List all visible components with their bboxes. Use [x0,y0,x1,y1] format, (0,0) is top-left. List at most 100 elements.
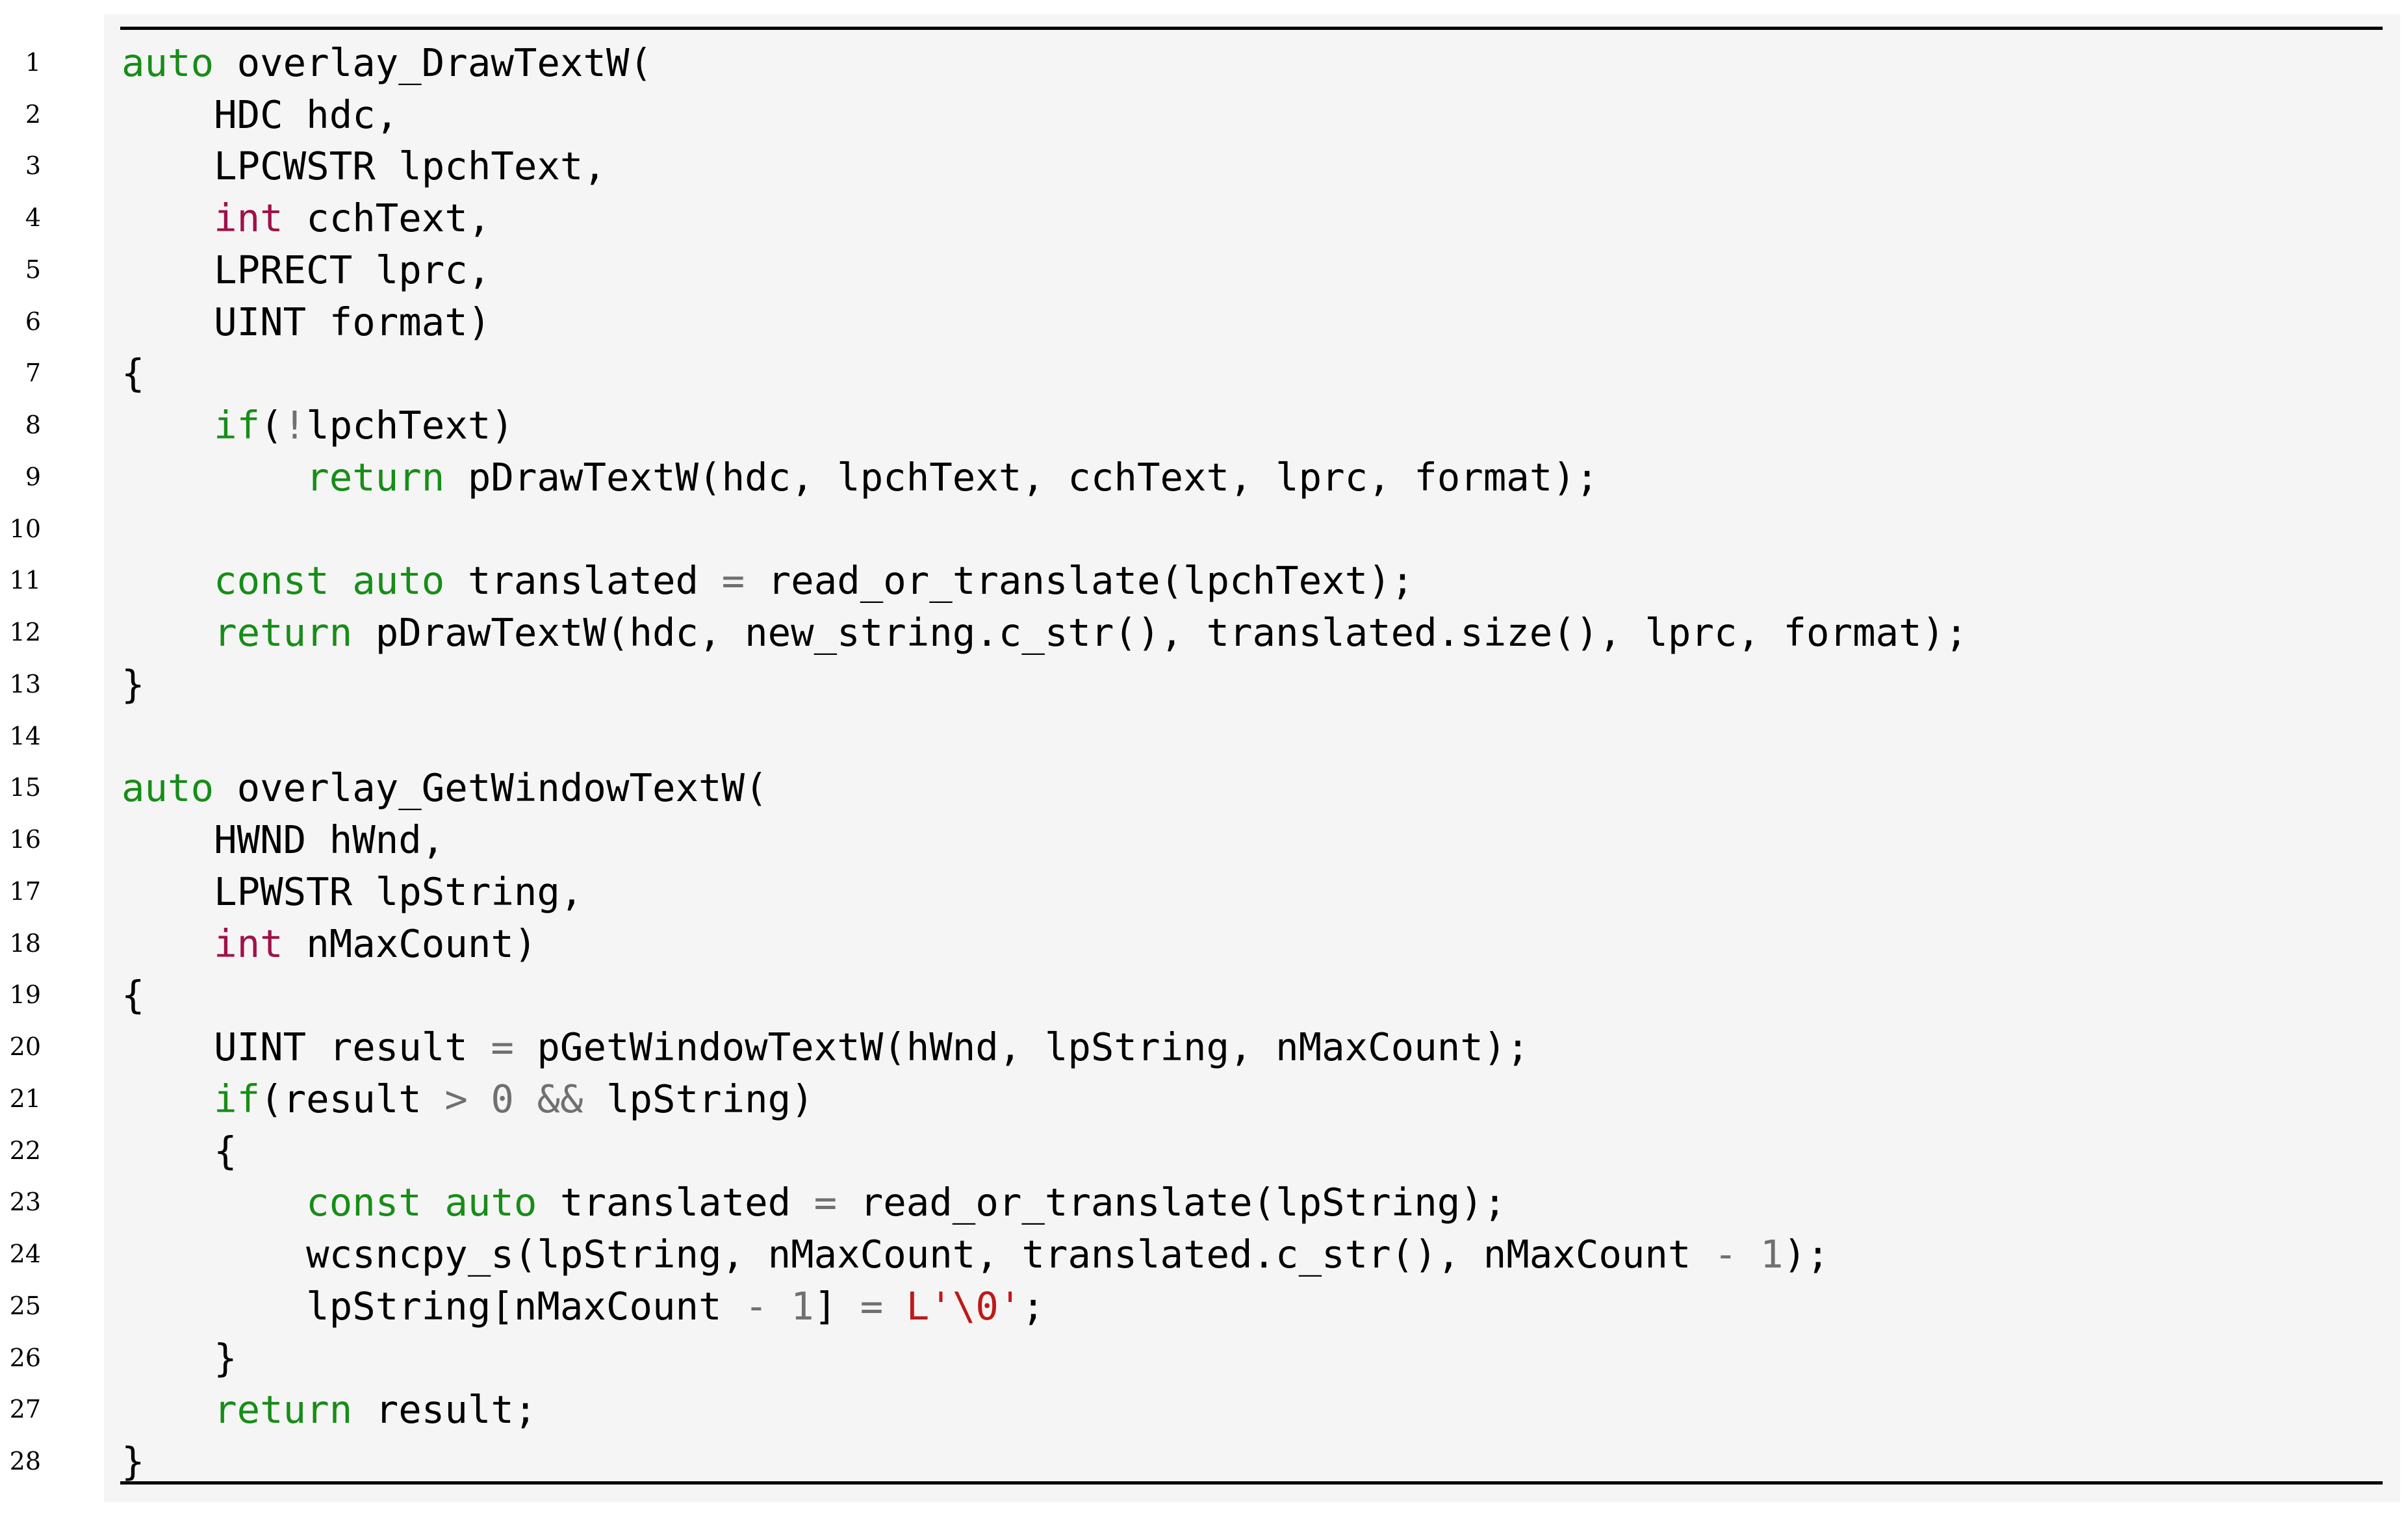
text-token: nMaxCount) [283,921,537,966]
text-token [514,1077,537,1121]
line-number: 21 [9,1084,41,1113]
text-token: pDrawTextW(hdc, new_string.c_str(), tran… [352,610,1968,656]
line-number: 25 [9,1291,41,1320]
code-text: LPWSTR lpString, [122,866,583,917]
text-token [122,921,214,966]
text-token [122,455,306,500]
code-text: UINT result = pGetWindowTextW(hWnd, lpSt… [122,1021,1530,1073]
text-token: } [122,1335,237,1381]
text-token: ( [260,403,283,448]
code-text: } [122,659,145,710]
line-number: 27 [9,1395,41,1424]
line-number: 24 [9,1240,41,1269]
line-number: 19 [9,980,41,1010]
text-token: LPRECT lprc, [122,247,491,292]
code-line: 2 HDC hdc, [0,89,2408,140]
text-token: translated [537,1180,814,1225]
text-token: UINT format) [122,299,491,344]
keyword-token: auto [444,1180,537,1225]
text-token: lpchText) [306,403,514,448]
code-text: { [122,1125,237,1177]
code-text: } [122,1436,145,1487]
text-token: read_or_translate(lpString); [837,1180,1507,1225]
code-line: 6 UINT format) [0,296,2408,348]
operator-token: > [444,1076,468,1121]
operator-token: = [813,1180,838,1225]
text-token [329,558,353,603]
operator-token: - [1713,1232,1737,1277]
code-line: 15 auto overlay_GetWindowTextW( [0,762,2408,813]
code-text: int cchText, [122,192,491,244]
text-token: (result [260,1076,445,1121]
text-token [883,1284,906,1329]
operator-token: ! [283,403,307,448]
code-line: 7{ [0,348,2408,399]
text-token: overlay_GetWindowTextW( [214,765,768,811]
text-token [468,1077,491,1121]
code-line: 26 } [0,1332,2408,1384]
operator-token: = [721,558,745,604]
code-text: return pDrawTextW(hdc, lpchText, cchText… [122,452,1598,503]
code-line: 9 return pDrawTextW(hdc, lpchText, cchTe… [0,452,2408,503]
line-number: 9 [25,462,41,491]
line-number: 11 [9,566,41,595]
type-token: int [214,921,283,966]
text-token [122,558,214,603]
text-token: pGetWindowTextW(hWnd, lpString, nMaxCoun… [513,1025,1530,1070]
text-token: lpString[nMaxCount [122,1283,745,1329]
code-line: 24 wcsncpy_s(lpString, nMaxCount, transl… [0,1229,2408,1280]
text-token: LPWSTR lpString, [122,869,583,914]
code-text: UINT format) [122,296,491,348]
code-line: 11 const auto translated = read_or_trans… [0,555,2408,606]
code-line: 4 int cchText, [0,192,2408,244]
line-number: 12 [9,618,41,647]
code-line: 20 UINT result = pGetWindowTextW(hWnd, l… [0,1021,2408,1073]
code-line: 21 if(result > 0 && lpString) [0,1073,2408,1125]
code-listing [104,14,2400,1502]
text-token: { [122,973,145,1018]
line-number: 2 [25,99,41,129]
code-line: 28} [0,1436,2408,1487]
text-token: ); [1783,1232,1830,1277]
text-token: ; [1021,1283,1045,1329]
code-text: HWND hWnd, [122,814,444,865]
line-number: 20 [9,1032,41,1062]
line-number: 14 [9,721,41,750]
text-token [768,1284,791,1329]
line-number: 17 [9,876,41,906]
code-text: lpString[nMaxCount - 1] = L'\0'; [122,1281,1045,1332]
line-number: 15 [9,773,41,802]
text-token [122,610,214,655]
text-token [122,196,214,240]
number-token: 1 [1760,1232,1784,1277]
code-line: 10 [0,504,2408,555]
line-number: 26 [9,1343,41,1372]
keyword-token: if [214,403,261,448]
line-number: 6 [25,307,41,336]
text-token: translated [444,558,722,604]
line-number: 4 [25,203,41,233]
code-text: LPCWSTR lpchText, [122,140,606,192]
keyword-token: return [214,1387,353,1433]
code-text: const auto translated = read_or_translat… [122,555,1414,606]
code-line: 16 HWND hWnd, [0,814,2408,865]
code-line: 12 return pDrawTextW(hdc, new_string.c_s… [0,607,2408,658]
top-rule [120,27,2383,30]
operator-token: - [745,1283,768,1329]
code-text: return pDrawTextW(hdc, new_string.c_str(… [122,607,1968,658]
code-text: auto overlay_GetWindowTextW( [122,762,768,813]
code-line: 23 const auto translated = read_or_trans… [0,1177,2408,1228]
code-line: 22 { [0,1125,2408,1177]
code-line: 3 LPCWSTR lpchText, [0,140,2408,192]
keyword-token: if [214,1076,261,1121]
type-token: int [214,196,283,241]
operator-token: = [491,1025,514,1070]
text-token [122,403,214,448]
line-number: 5 [25,255,41,284]
keyword-token: auto [122,765,214,811]
text-token [122,1180,306,1225]
line-number: 16 [9,825,41,854]
code-line: 17 LPWSTR lpString, [0,866,2408,917]
text-token: read_or_translate(lpchText); [745,558,1415,604]
